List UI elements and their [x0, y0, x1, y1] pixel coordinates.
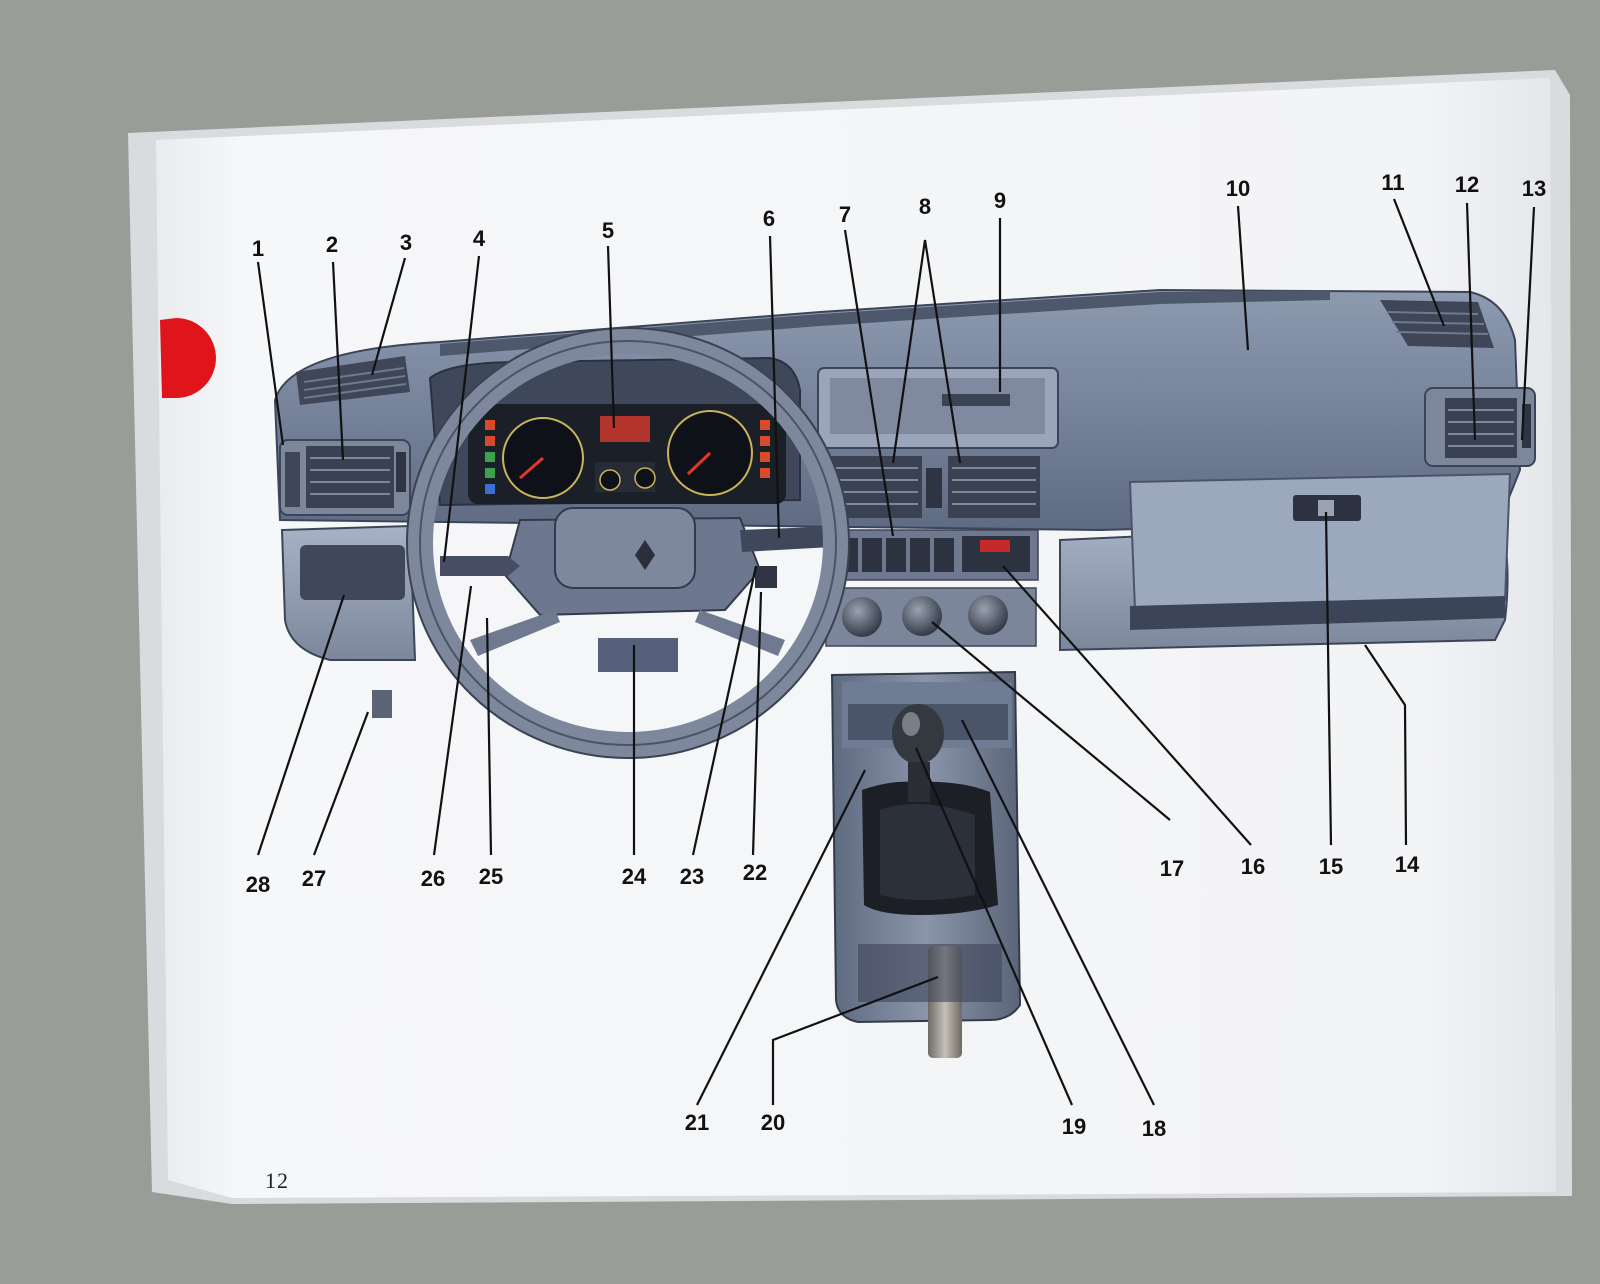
- callout-11: 11: [1381, 170, 1404, 195]
- callout-19: 19: [1062, 1114, 1086, 1139]
- callout-27: 27: [302, 866, 326, 891]
- callout-16: 16: [1241, 854, 1265, 879]
- callout-5: 5: [602, 218, 614, 243]
- callout-28: 28: [246, 872, 270, 897]
- callout-12: 12: [1455, 172, 1479, 197]
- callout-6: 6: [763, 206, 775, 231]
- callout-labels: 1 2 3 4 5 6 7 8 9 10 11 12 13 14 15 16 1…: [246, 170, 1546, 1141]
- callout-25: 25: [479, 864, 503, 889]
- callout-3: 3: [400, 230, 412, 255]
- callout-14: 14: [1395, 852, 1420, 877]
- dashboard-illustration: [273, 288, 1536, 1058]
- callout-18: 18: [1142, 1116, 1166, 1141]
- callout-7: 7: [839, 202, 851, 227]
- callout-9: 9: [994, 188, 1006, 213]
- leader-lines: [256, 198, 1536, 1106]
- page-number: 12: [265, 1168, 289, 1193]
- callout-13: 13: [1522, 176, 1546, 201]
- callout-4: 4: [473, 226, 486, 251]
- callout-24: 24: [622, 864, 647, 889]
- callout-26: 26: [421, 866, 445, 891]
- callout-21: 21: [685, 1110, 709, 1135]
- callout-10: 10: [1226, 176, 1250, 201]
- callout-20: 20: [761, 1110, 785, 1135]
- callout-2: 2: [326, 232, 338, 257]
- callout-17: 17: [1160, 856, 1184, 881]
- red-tab-marker: [160, 318, 216, 398]
- callout-1: 1: [252, 236, 264, 261]
- callout-23: 23: [680, 864, 704, 889]
- callout-8: 8: [919, 194, 931, 219]
- callout-22: 22: [743, 860, 767, 885]
- callout-15: 15: [1319, 854, 1343, 879]
